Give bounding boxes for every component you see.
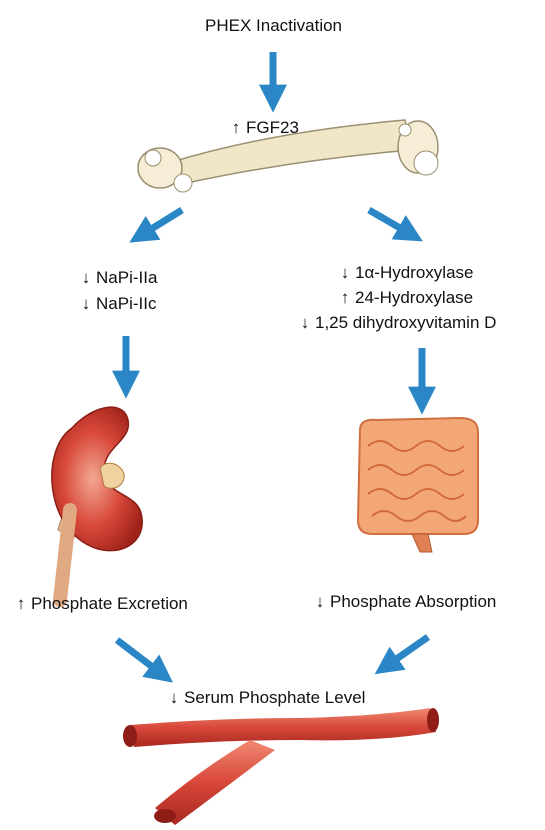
arrow-up-icon: ↑ bbox=[14, 594, 28, 614]
intestine-icon bbox=[358, 418, 478, 552]
artery-icon bbox=[123, 708, 439, 825]
fgf23-label: ↑FGF23 bbox=[229, 118, 299, 138]
flow-arrow-absorption-to-serum bbox=[385, 637, 428, 667]
napi-iia-label: ↓NaPi-IIa bbox=[79, 268, 157, 288]
vitamin-d-label: ↓1,25 dihydroxyvitamin D bbox=[298, 313, 496, 333]
arrow-down-icon: ↓ bbox=[79, 268, 93, 288]
arrow-up-icon: ↑ bbox=[229, 118, 243, 138]
flow-arrow-bone-to-hydroxylase bbox=[369, 210, 412, 235]
arrow-up-icon: ↑ bbox=[338, 288, 352, 308]
arrow-down-icon: ↓ bbox=[167, 688, 181, 708]
arrow-down-icon: ↓ bbox=[338, 263, 352, 283]
flow-arrow-excretion-to-serum bbox=[117, 640, 163, 675]
serum-phosphate-label: ↓Serum Phosphate Level bbox=[167, 688, 365, 708]
24-hydroxylase-label: ↑24-Hydroxylase bbox=[338, 288, 473, 308]
flow-arrow-bone-to-napi bbox=[140, 210, 182, 236]
phosphate-absorption-label: ↓Phosphate Absorption bbox=[313, 592, 496, 612]
napi-iic-label: ↓NaPi-IIc bbox=[79, 294, 156, 314]
phex-inactivation-label: PHEX Inactivation bbox=[205, 16, 342, 36]
arrow-down-icon: ↓ bbox=[298, 313, 312, 333]
phosphate-excretion-label: ↑Phosphate Excretion bbox=[14, 594, 188, 614]
arrow-down-icon: ↓ bbox=[313, 592, 327, 612]
arrow-down-icon: ↓ bbox=[79, 294, 93, 314]
1a-hydroxylase-label: ↓1α-Hydroxylase bbox=[338, 263, 473, 283]
kidney-icon bbox=[52, 407, 142, 600]
